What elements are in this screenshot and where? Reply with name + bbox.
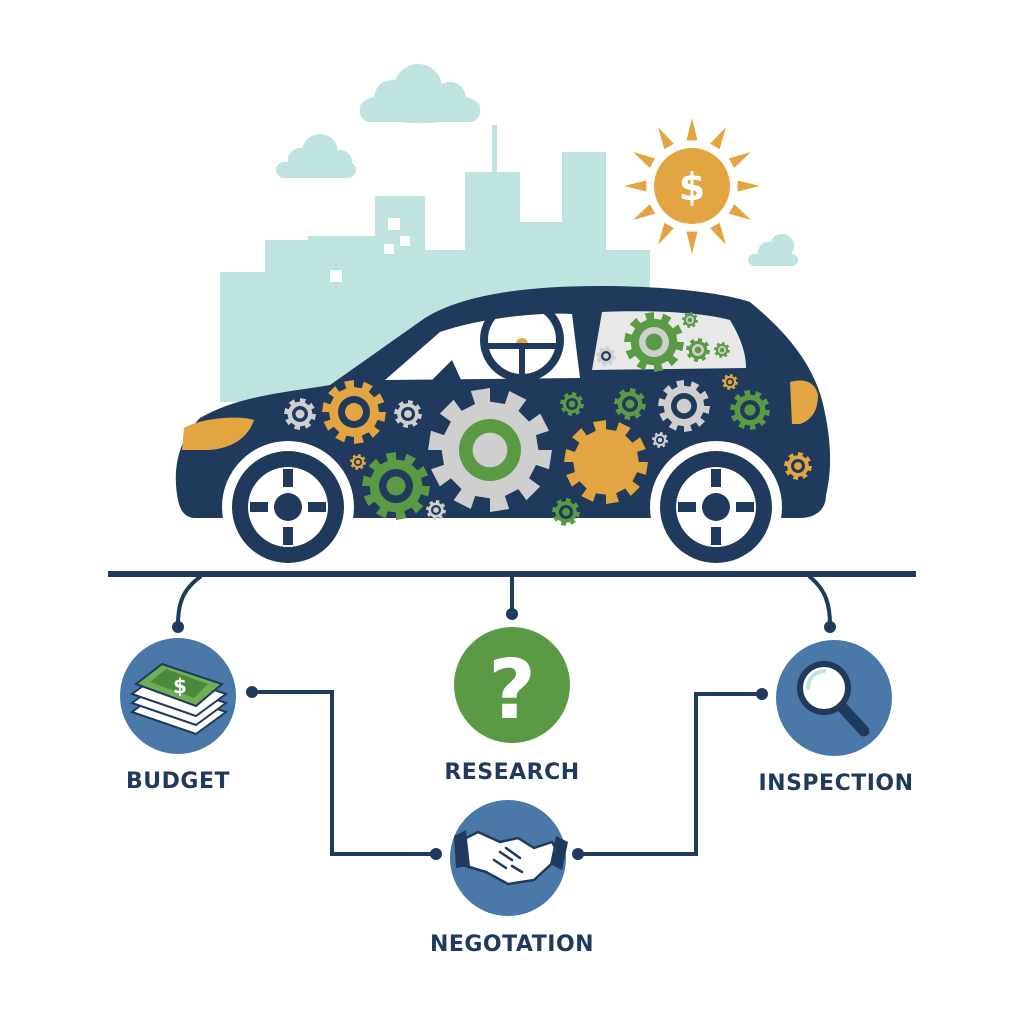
negotiation-node [450,800,568,916]
gear-icon [284,398,316,430]
negotiation-label: NEGOTATION [430,932,594,957]
cloud-icon [360,64,480,123]
car-illustration [175,286,831,573]
question-mark-icon: ? [488,643,536,738]
gear-icon [714,342,730,358]
sun-ray [710,127,726,150]
sun-ray [728,152,751,168]
gear-icon [614,388,646,420]
cloud-icon [276,134,356,178]
road-line [108,571,916,577]
gear-icon [428,388,552,512]
sun-ray [710,222,726,245]
gear-icon [722,374,738,390]
inspection-node [776,640,892,756]
sun-ray [633,152,656,168]
handshake-icon [454,830,568,886]
gear-icon [394,400,422,428]
connector-lines [176,575,832,856]
gear-icon [322,380,386,444]
gear-icon [624,312,684,372]
gear-icon [350,454,366,470]
gear-icon [658,380,710,432]
research-node: ? [454,627,570,743]
money-stack-icon: $ [129,662,229,736]
sun-ray [658,222,674,245]
research-label: RESEARCH [444,760,579,785]
sun-ray [658,127,674,150]
sun-ray [737,180,760,192]
budget-label: BUDGET [126,769,230,794]
sun-ray [624,180,647,192]
front-wheel-icon [222,441,354,573]
sun-ray [728,204,751,220]
budget-node: $ [120,638,236,754]
gear-icon [362,452,430,520]
gear-icon [596,346,616,366]
cloud-icon [748,234,798,266]
dollar-sign-icon: $ [173,674,187,698]
steering-wheel-icon [480,298,564,382]
sun-ray [686,231,698,254]
connector-dots [172,608,836,860]
gear-icon [730,390,770,430]
gear-icon [552,498,580,526]
sun-icon: $ [624,118,760,254]
gear-icon [426,500,446,520]
magnifying-glass-icon [797,661,870,737]
gear-icon [784,452,812,480]
rear-wheel-icon [650,441,782,573]
sun-ray [686,118,698,141]
gear-icon [686,338,710,362]
sun-ray [633,204,656,220]
gear-icon [652,432,668,448]
gear-icon [564,420,648,504]
inspection-label: INSPECTION [758,771,913,796]
gear-icon [560,392,584,416]
dollar-sign-icon: $ [679,165,705,209]
gear-icon [682,312,698,328]
